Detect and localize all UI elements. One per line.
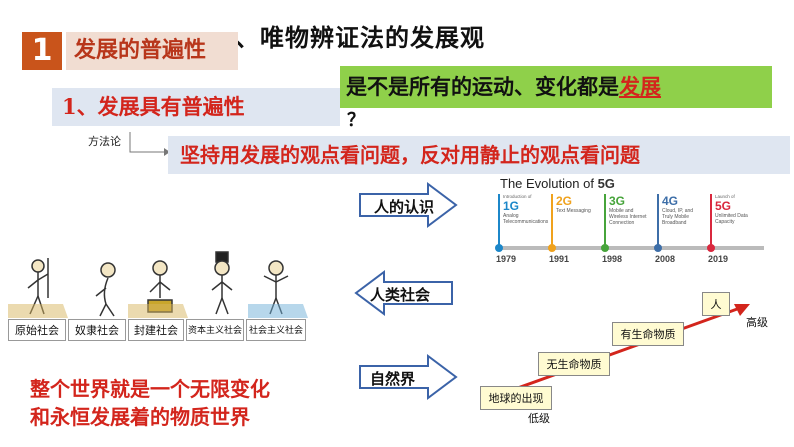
society-label: 资本主义社会 xyxy=(186,319,244,341)
page-title: 一、唯物辨证法的发展观 xyxy=(210,23,485,52)
stair-step: 人 xyxy=(702,292,730,316)
timeline-dot xyxy=(548,244,556,252)
section-number-badge: 1 xyxy=(22,32,62,70)
summary-line: 整个世界就是一个无限变化 xyxy=(30,377,270,401)
timeline-dot xyxy=(495,244,503,252)
arrow-label-nature: 自然界 xyxy=(370,370,416,388)
stair-step: 地球的出现 xyxy=(480,386,552,410)
section-label: 发展的普遍性 xyxy=(66,32,238,70)
generation-year: 2008 xyxy=(655,254,676,264)
generation-year: 1979 xyxy=(496,254,517,264)
timeline-dot xyxy=(601,244,609,252)
society-label: 奴隶社会 xyxy=(68,319,126,341)
left-arrow-icon xyxy=(354,270,453,316)
generation-desc: Cloud, IP, and Truly Mobile Broadband xyxy=(662,208,694,226)
principle-box: 坚持用发展的观点看问题，反对用静止的观点看问题 xyxy=(168,136,790,174)
point-heading: 1、发展具有普遍性 xyxy=(52,88,340,126)
generation-intro: Launch of xyxy=(715,194,735,199)
generation-name: 1G xyxy=(503,199,520,213)
generation-desc: Text Messaging xyxy=(556,208,591,214)
question-mark: ？ xyxy=(347,110,365,131)
question-highlight: 发展 xyxy=(619,74,661,99)
society-figures-illustration xyxy=(8,251,308,318)
generation-desc: Mobile and Wireless Internet Connection xyxy=(609,208,647,226)
timeline-bar xyxy=(498,246,764,250)
society-label: 原始社会 xyxy=(8,319,66,341)
question-box: 是不是所有的运动、变化都是发展 xyxy=(340,66,772,108)
generation-year: 2019 xyxy=(708,254,729,264)
summary-line: 和永恒发展着的物质世界 xyxy=(30,405,250,429)
society-label: 封建社会 xyxy=(128,319,184,341)
arrow-label-human: 人的认识 xyxy=(374,198,435,216)
generation-name: 3G xyxy=(609,194,626,208)
level-high: 高级 xyxy=(746,316,768,329)
right-arrow-icon xyxy=(359,354,458,400)
generation-desc: Analog Telecommunications xyxy=(503,213,549,225)
level-low: 低级 xyxy=(528,412,550,425)
generation-year: 1991 xyxy=(549,254,570,264)
generation-name: 5G xyxy=(715,199,732,213)
generation-year: 1998 xyxy=(602,254,623,264)
question-text: 是不是所有的运动、变化都是 xyxy=(346,74,619,99)
progress-arrow-icon xyxy=(489,304,750,400)
generation-name: 4G xyxy=(662,194,679,208)
summary-text: 整个世界就是一个无限变化 和永恒发展着的物质世界 xyxy=(30,375,270,431)
connector-arrow-icon xyxy=(129,132,170,156)
timeline-dot xyxy=(654,244,662,252)
society-label: 社会主义社会 xyxy=(246,319,306,341)
method-label: 方法论 xyxy=(88,135,121,148)
generation-intro: Introduction of xyxy=(503,194,532,199)
evolution-title: The Evolution of 5G xyxy=(500,176,615,191)
stair-step: 有生命物质 xyxy=(612,322,684,346)
right-arrow-icon xyxy=(359,182,458,228)
generation-name: 2G xyxy=(556,194,573,208)
stair-step: 无生命物质 xyxy=(538,352,610,376)
arrow-label-society: 人类社会 xyxy=(370,286,431,304)
timeline-dot xyxy=(707,244,715,252)
generation-desc: Unlimited Data Capacity xyxy=(715,213,748,225)
